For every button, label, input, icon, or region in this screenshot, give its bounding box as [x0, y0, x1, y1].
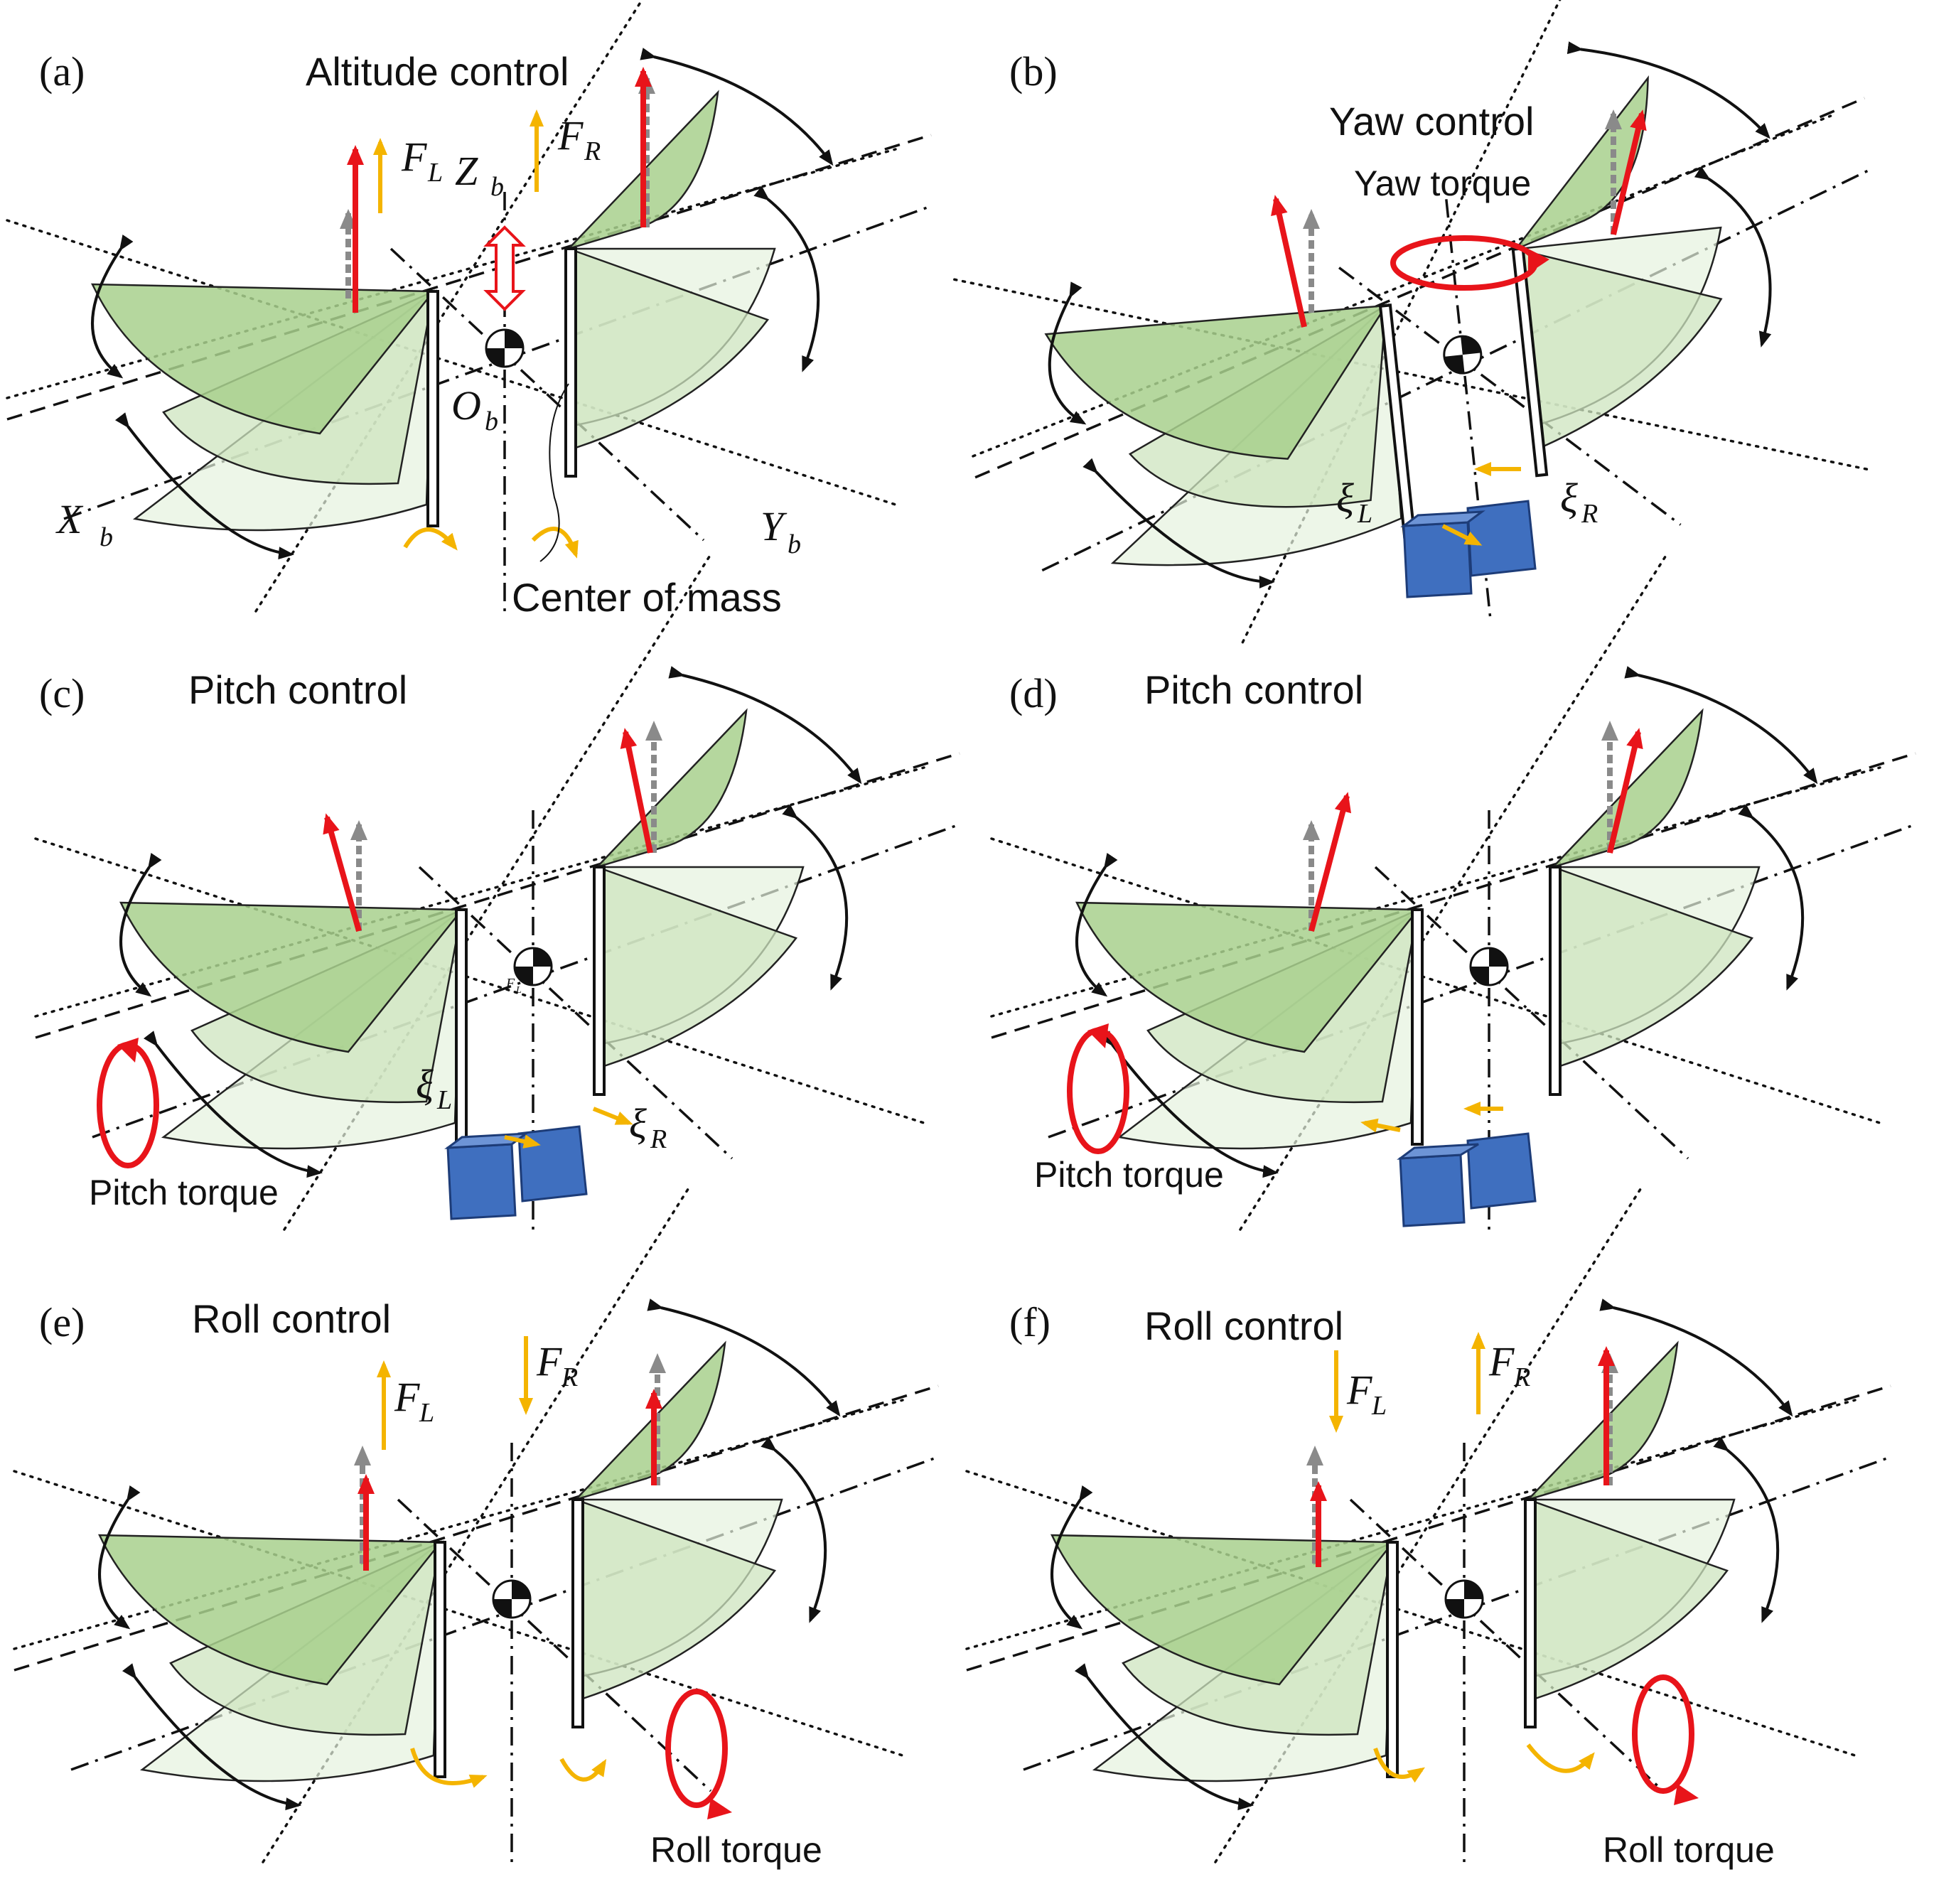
force-left-sub: L: [1371, 1391, 1387, 1421]
force-right-sub: R: [561, 1362, 578, 1392]
origin-label: O: [451, 382, 481, 429]
mass-block: [1400, 500, 1537, 598]
force-left-sub: L: [427, 158, 443, 188]
xi-left-sub: L: [1357, 499, 1372, 529]
torque-label: Roll torque: [1603, 1830, 1775, 1870]
panel-letter: (c): [39, 670, 85, 716]
panel-c: (c) Pitch control Pitch torque ξ L ξ R F…: [36, 554, 960, 1230]
torque-label: Yaw torque: [1354, 163, 1531, 203]
force-right-label: F: [1488, 1338, 1515, 1384]
y-axis-label: Y: [761, 503, 788, 549]
panel-b: (b) Yaw control Yaw torque ξ L ξ R: [925, 0, 1914, 668]
panel-d: (d) Pitch control Pitch torque: [992, 554, 1915, 1230]
xi-right-sub: R: [650, 1124, 667, 1154]
xi-right-sub: R: [1581, 499, 1598, 529]
panel-title: Roll control: [1144, 1303, 1343, 1348]
mass-block: [1397, 1132, 1537, 1227]
force-right-label: F: [557, 112, 584, 158]
xi-left-label: ξ: [416, 1061, 434, 1107]
small-force-sub: L: [515, 985, 522, 996]
force-left-label: F: [1346, 1367, 1372, 1413]
panel-title: Pitch control: [188, 667, 407, 712]
force-right-sub: R: [1513, 1362, 1530, 1392]
z-axis-sub: b: [490, 172, 504, 202]
torque-label: Pitch torque: [1034, 1155, 1224, 1195]
xi-left-sub: L: [436, 1085, 452, 1115]
force-right-label: F: [536, 1338, 562, 1384]
panel-letter: (a): [39, 48, 85, 95]
panel-title: Yaw control: [1329, 99, 1534, 144]
panel-letter: (b): [1009, 48, 1058, 95]
panel-letter: (e): [39, 1299, 85, 1345]
panel-a: (a) Altitude control F L Z b F R O b X b…: [7, 0, 931, 620]
x-axis-sub: b: [100, 522, 113, 552]
xi-right-label: ξ: [1560, 475, 1578, 521]
xi-right-label: ξ: [629, 1100, 647, 1146]
panel-e: (e) Roll control F L F R Roll torque: [14, 1187, 938, 1870]
center-of-mass-label: Center of mass: [512, 575, 782, 620]
force-left-label: F: [394, 1374, 420, 1420]
panel-title: Altitude control: [306, 49, 569, 94]
torque-label: Roll torque: [650, 1830, 822, 1870]
xi-left-label: ξ: [1336, 475, 1354, 521]
panel-title: Roll control: [192, 1296, 391, 1341]
panel-letter: (d): [1009, 670, 1058, 716]
small-force-label: F: [505, 976, 515, 991]
x-axis-label: X: [55, 496, 84, 542]
panel-title: Pitch control: [1144, 667, 1363, 712]
z-axis-label: Z: [455, 148, 478, 194]
torque-label: Pitch torque: [89, 1173, 279, 1212]
force-left-sub: L: [419, 1398, 434, 1428]
panel-letter: (f): [1009, 1299, 1050, 1345]
y-axis-sub: b: [788, 529, 801, 559]
force-left-label: F: [401, 134, 427, 180]
panel-f: (f) Roll control F L F R Roll torque: [967, 1187, 1891, 1870]
origin-sub: b: [485, 407, 498, 436]
force-right-sub: R: [584, 136, 601, 166]
